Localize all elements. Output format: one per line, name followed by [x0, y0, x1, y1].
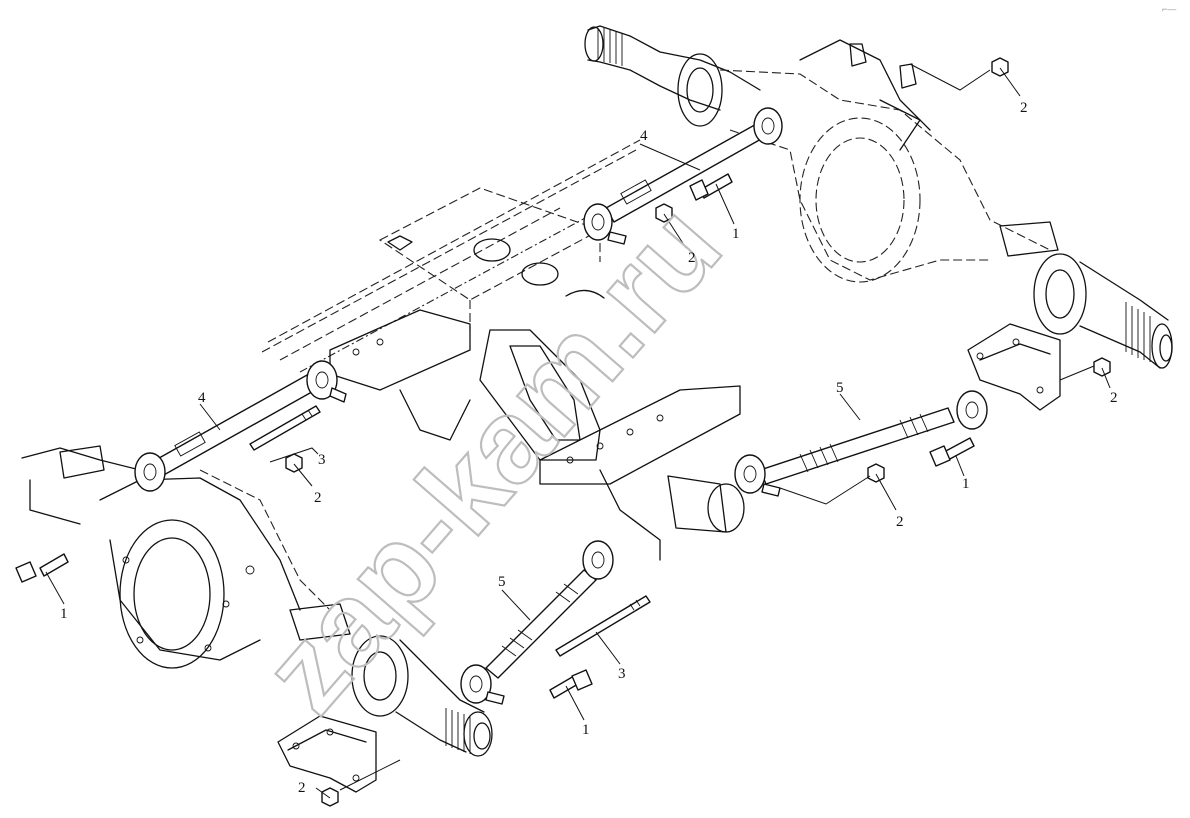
callout-4: 1	[732, 226, 740, 242]
callout-7: 2	[314, 490, 322, 506]
callout-6: 3	[318, 452, 326, 468]
callout-13: 5	[498, 574, 506, 590]
nuts	[285, 57, 1111, 807]
reaction-rod-right	[734, 390, 988, 497]
callout-16: 2	[298, 780, 306, 796]
rear-axle	[584, 25, 1173, 411]
callout-14: 3	[618, 666, 626, 682]
callout-11: 1	[962, 476, 970, 492]
corner-mark: ⌐—	[1162, 4, 1176, 14]
front-axle	[21, 445, 493, 793]
reaction-rod-lower	[134, 360, 347, 492]
callout-10: 2	[1110, 390, 1118, 406]
watermark-text: zap-kam.ru	[238, 180, 746, 737]
callout-8: 1	[60, 606, 68, 622]
bolts	[15, 173, 975, 699]
callout-1: 4	[640, 128, 648, 144]
callout-3: 2	[688, 250, 696, 266]
callout-5: 4	[198, 390, 206, 406]
frame-rails	[261, 139, 641, 373]
reaction-rod-center	[460, 540, 614, 705]
long-bolts	[249, 405, 651, 657]
callout-12: 2	[896, 514, 904, 530]
reaction-rod-upper	[583, 107, 783, 245]
callout-labels: 4 2 2 1 4 3 2 1 5 2 1 2 5 3 1 2	[60, 100, 1118, 796]
leader-lines	[45, 63, 1111, 799]
callout-15: 1	[582, 722, 590, 738]
callout-9: 5	[836, 380, 844, 396]
callout-2: 2	[1020, 100, 1028, 116]
